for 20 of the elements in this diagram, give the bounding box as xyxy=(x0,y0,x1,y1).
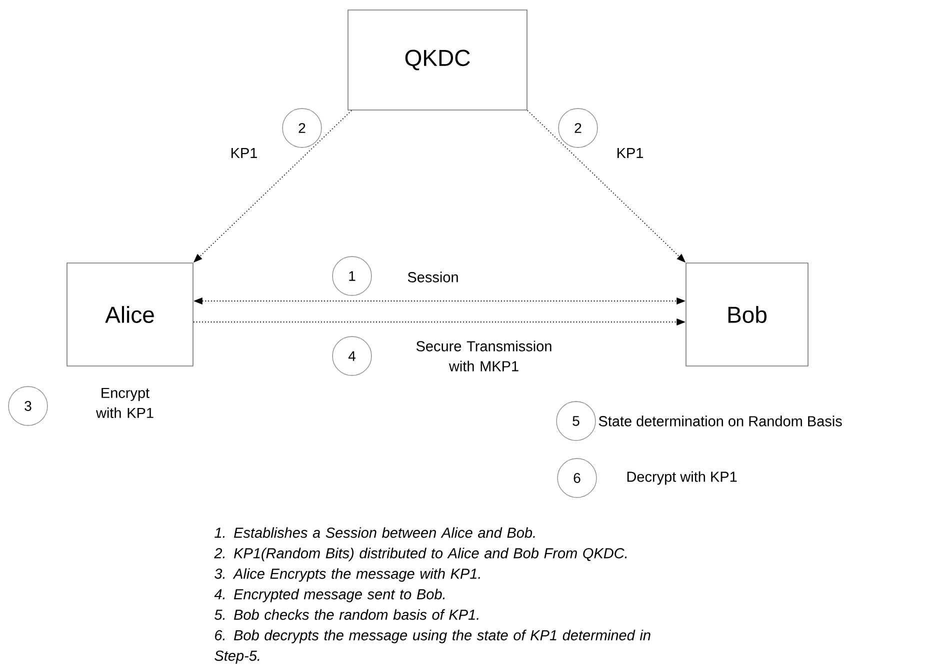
party-box: QKDC xyxy=(348,10,528,110)
step-label: KP1 xyxy=(232,148,257,158)
step-description: 5. Bob checks the random basis of KP1. xyxy=(214,609,478,620)
step-description: 1. Establishes a Session between Alice and Bob. xyxy=(214,527,535,538)
step-label: Decrypt with KP1 xyxy=(627,471,737,485)
step-description: 2. KP1(Random Bits) distributed to Alice and Bob From QKDC. xyxy=(214,548,627,562)
arrow xyxy=(194,298,686,304)
step-label: Secure Transmission with MKP1 xyxy=(416,340,552,372)
step-label: State determination on Random Basis xyxy=(598,416,842,426)
arrow xyxy=(194,110,352,262)
step-description: 4. Encrypted message sent to Bob. xyxy=(214,588,445,602)
party-box: Alice xyxy=(66,262,194,366)
arrow xyxy=(526,110,686,262)
step-label: Session xyxy=(408,272,458,282)
party-box: Bob xyxy=(686,262,808,366)
step-description: 3. Alice Encrypts the message with KP1. xyxy=(214,568,480,582)
step-label: KP1 xyxy=(618,148,643,158)
step-description: 6. Bob decrypts the message using the state of KP1 determined in Step-5. xyxy=(214,630,650,664)
arrow xyxy=(192,318,686,326)
step-label: Encrypt with KP1 xyxy=(96,388,154,418)
